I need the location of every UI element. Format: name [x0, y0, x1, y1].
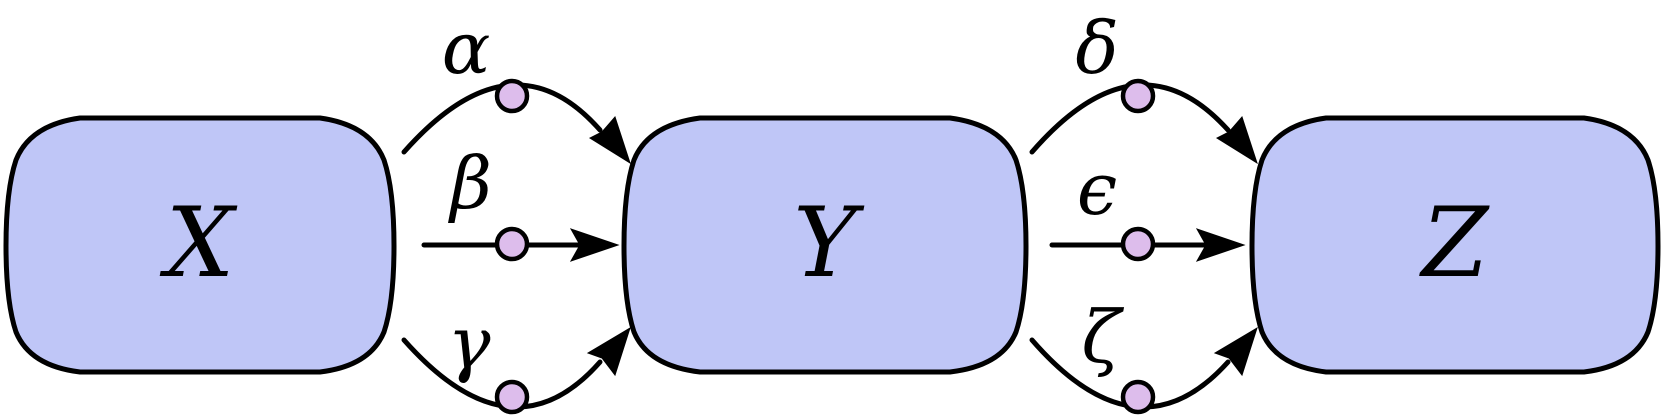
edge-zeta-dot — [1120, 379, 1156, 415]
edge-epsilon-dot — [1120, 226, 1156, 262]
edge-beta-arrowhead — [569, 228, 620, 262]
node-x: X — [3, 115, 397, 375]
node-x-box — [3, 115, 397, 375]
edge-epsilon: ϵ — [1049, 147, 1246, 262]
edge-gamma-arrowhead — [586, 326, 631, 377]
edge-beta-dot — [494, 226, 530, 262]
edge-alpha: α — [401, 6, 631, 165]
edge-zeta-label: ζ — [1081, 295, 1124, 379]
edge-delta-dot — [1120, 78, 1156, 114]
node-y-label: Y — [793, 187, 865, 299]
edge-beta-label: β — [447, 141, 492, 225]
edge-alpha-label: α — [442, 6, 491, 90]
edge-zeta: ζ — [1029, 295, 1258, 415]
edge-epsilon-arrowhead — [1195, 228, 1246, 262]
edge-beta: β — [421, 141, 620, 262]
edge-zeta-arrowhead — [1213, 326, 1258, 377]
node-y: Y — [621, 115, 1029, 375]
node-z-label: Z — [1419, 187, 1491, 299]
edge-delta-arrowhead — [1215, 116, 1258, 165]
edge-epsilon-label: ϵ — [1077, 147, 1117, 231]
node-y-box — [621, 115, 1029, 375]
node-z: Z — [1249, 115, 1661, 375]
edge-gamma-dot — [494, 379, 530, 415]
edge-gamma: γ — [401, 301, 631, 415]
edge-alpha-dot — [494, 78, 530, 114]
edge-delta-label: δ — [1075, 6, 1118, 90]
edge-gamma-label: γ — [447, 301, 491, 385]
edge-alpha-arrowhead — [588, 116, 631, 165]
edge-delta: δ — [1029, 6, 1258, 165]
node-x-label: X — [159, 187, 238, 299]
node-z-box — [1249, 115, 1661, 375]
